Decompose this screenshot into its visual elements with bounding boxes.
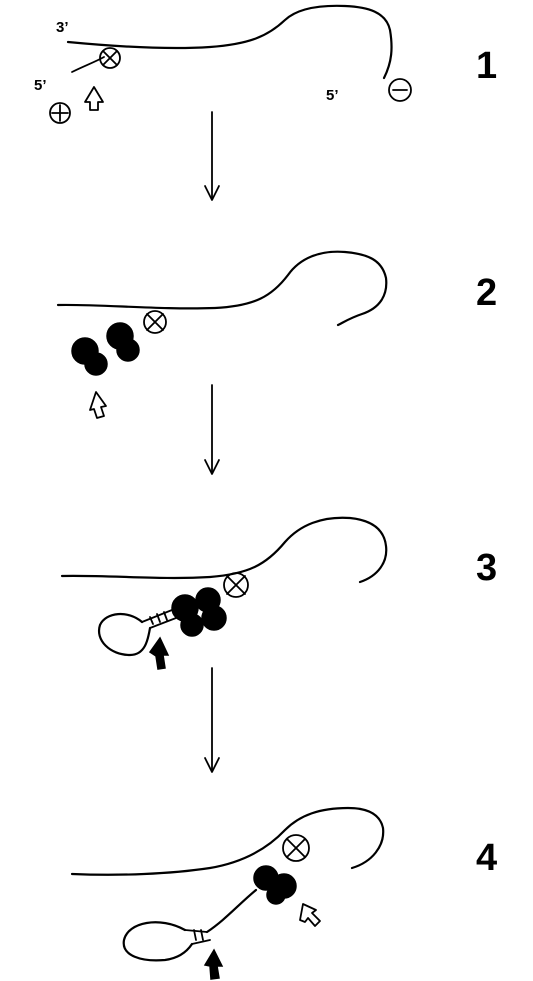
primer-strand [71, 56, 105, 73]
open-arrow-icon [89, 391, 107, 419]
stage-number-2: 2 [476, 272, 497, 314]
hairpin-loop [122, 921, 194, 962]
polymerase-blob [171, 587, 227, 637]
template-strand [66, 4, 393, 80]
stage-4: 4 [70, 806, 497, 980]
template-strand [70, 806, 385, 876]
crossed-circle-icon [143, 310, 167, 334]
minus-circle-icon [388, 78, 412, 102]
polymerase-blob [71, 322, 140, 376]
stage-number-1: 1 [476, 45, 497, 87]
hairpin-loop [97, 613, 152, 657]
stage-number-4: 4 [476, 837, 497, 879]
stem-pairing [141, 609, 177, 629]
polymerase-blob [253, 865, 297, 905]
label-3prime: 3’ [56, 19, 69, 36]
crossed-circle-icon [99, 47, 121, 69]
stage-3: 3 [60, 516, 497, 670]
stage-2: 2 [56, 250, 497, 419]
down-arrow-icon [204, 111, 220, 201]
stem-pairing [184, 929, 211, 945]
open-arrow-icon [84, 86, 104, 111]
open-arrow-icon [299, 903, 321, 927]
template-strand [60, 516, 388, 584]
stage-number-3: 3 [476, 547, 497, 589]
crossed-circle-icon [282, 834, 310, 862]
filled-arrow-icon [148, 636, 170, 670]
crossed-circle-icon [223, 572, 249, 598]
plus-circle-icon [49, 102, 71, 124]
label-5prime-right: 5’ [326, 87, 339, 104]
down-arrow-icon [204, 667, 220, 773]
product-strand [205, 888, 258, 934]
stage-1: 3’ 5’ 5’ 1 [34, 4, 497, 124]
down-arrow-icon [204, 384, 220, 475]
template-strand [56, 250, 388, 327]
filled-arrow-icon [203, 948, 224, 980]
label-5prime-left: 5’ [34, 77, 47, 94]
